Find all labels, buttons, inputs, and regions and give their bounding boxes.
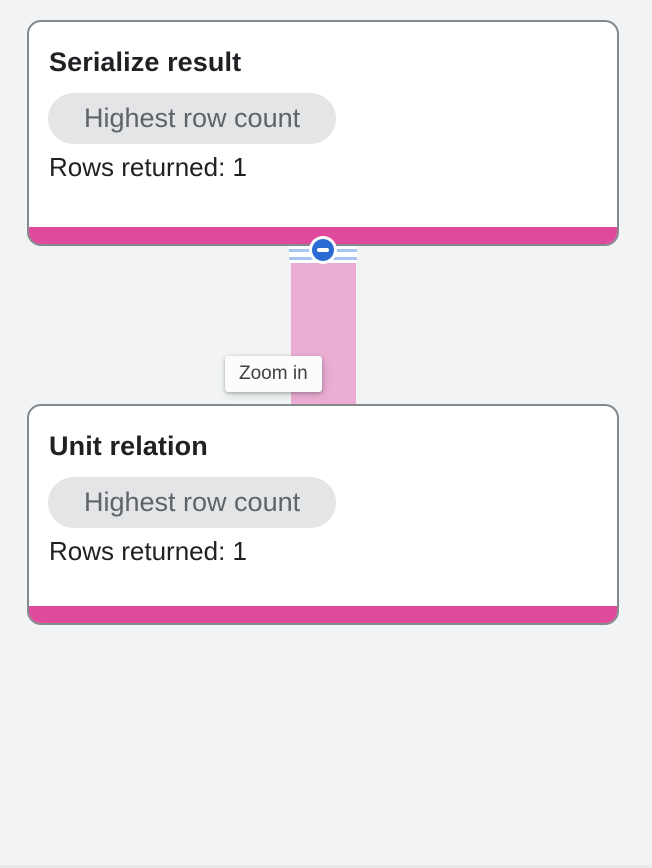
plan-node-serialize-result[interactable]: Serialize result Highest row count Rows … xyxy=(27,20,619,246)
rows-returned-label: Rows returned: 1 xyxy=(49,536,247,566)
zoom-in-tooltip: Zoom in xyxy=(225,356,322,392)
node-accent-bar xyxy=(29,606,617,623)
highest-row-count-badge: Highest row count xyxy=(48,477,337,528)
minus-glyph xyxy=(317,248,329,252)
rows-returned-label: Rows returned: 1 xyxy=(49,152,247,182)
node-accent-bar xyxy=(29,227,617,244)
window-bottom-edge xyxy=(0,865,652,868)
plan-node-unit-relation[interactable]: Unit relation Highest row count Rows ret… xyxy=(27,404,619,625)
highest-row-count-badge: Highest row count xyxy=(48,93,337,144)
collapse-edge-button[interactable] xyxy=(309,236,337,264)
node-title: Serialize result xyxy=(49,47,242,77)
node-title: Unit relation xyxy=(49,431,208,461)
